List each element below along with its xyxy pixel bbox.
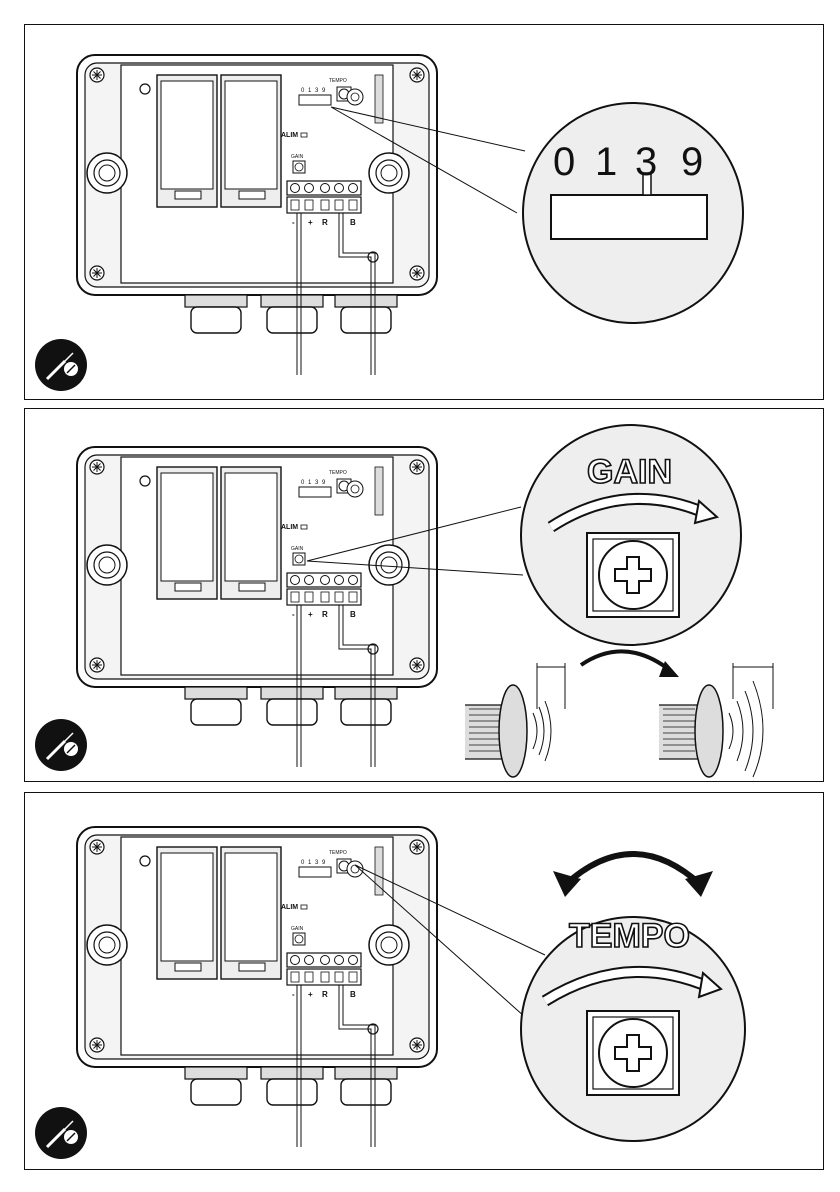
enclosure-diagram xyxy=(77,827,437,1147)
tempo-callout-label: TEMPO xyxy=(569,917,690,955)
tempo-small-label: TEMPO xyxy=(329,78,347,84)
terminal-r: R xyxy=(322,990,328,999)
terminal-minus: - xyxy=(292,990,295,999)
enclosure-diagram xyxy=(77,447,437,767)
sound-wave-icon xyxy=(729,663,773,777)
potentiometer-icon xyxy=(587,533,679,617)
alim-label: ALIM xyxy=(281,524,298,531)
panel-1-drawing: TEMPO 0 1 3 9 ALIM GAIN - + R B 0 1 3 9 xyxy=(25,25,824,400)
panel-tempo-adjust: TEMPO 0 1 3 9 ALIM GAIN - + R B TEMPO xyxy=(24,792,824,1170)
terminal-b: B xyxy=(350,218,356,227)
terminal-minus: - xyxy=(292,218,295,227)
screwdriver-icon xyxy=(35,719,87,771)
enclosure-diagram xyxy=(77,55,437,375)
screwdriver-icon xyxy=(35,339,87,391)
alim-label: ALIM xyxy=(281,132,298,139)
panel-digit-selector: TEMPO 0 1 3 9 ALIM GAIN - + R B 0 1 3 9 xyxy=(24,24,824,400)
speaker-icon xyxy=(465,685,527,777)
terminal-plus: + xyxy=(308,990,313,999)
selector-digit-9: 9 xyxy=(681,140,703,184)
selector-digit-3: 3 xyxy=(635,140,657,184)
selector-switch-magnified xyxy=(551,195,707,239)
terminal-r: R xyxy=(322,610,328,619)
terminal-b: B xyxy=(350,990,356,999)
rotation-arrow-icon xyxy=(565,854,701,885)
tempo-small-label: TEMPO xyxy=(329,850,347,856)
terminal-plus: + xyxy=(308,218,313,227)
panel-gain-adjust: TEMPO 0 1 3 9 ALIM GAIN - + R B GAIN xyxy=(24,408,824,782)
panel-3-drawing: TEMPO 0 1 3 9 ALIM GAIN - + R B TEMPO xyxy=(25,793,824,1170)
selector-digit-0: 0 xyxy=(553,140,575,184)
terminal-plus: + xyxy=(308,610,313,619)
gain-small-label: GAIN xyxy=(291,154,304,160)
gain-small-label: GAIN xyxy=(291,546,304,552)
selector-digit-1: 1 xyxy=(595,140,617,184)
gain-callout-label: GAIN xyxy=(587,453,672,491)
tempo-small-label: TEMPO xyxy=(329,470,347,476)
sound-wave-icon xyxy=(533,663,565,761)
gain-small-label: GAIN xyxy=(291,926,304,932)
terminal-r: R xyxy=(322,218,328,227)
screwdriver-icon xyxy=(35,1107,87,1159)
terminal-minus: - xyxy=(292,610,295,619)
terminal-b: B xyxy=(350,610,356,619)
potentiometer-icon xyxy=(587,1011,679,1095)
panel-2-drawing: TEMPO 0 1 3 9 ALIM GAIN - + R B GAIN xyxy=(25,409,824,782)
alim-label: ALIM xyxy=(281,904,298,911)
rotation-arrow-icon xyxy=(581,651,671,671)
speaker-icon xyxy=(659,685,723,777)
